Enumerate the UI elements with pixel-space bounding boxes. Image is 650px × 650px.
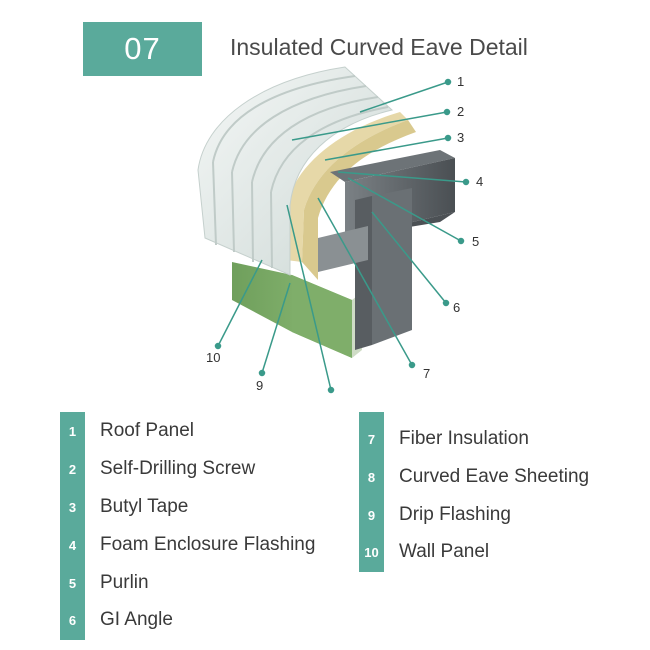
legend-number: 4 — [68, 537, 77, 553]
roof-panel-shape — [197, 66, 394, 276]
legend-item: 3 Butyl Tape — [60, 490, 189, 524]
legend-item: 7 Fiber Insulation — [359, 422, 529, 456]
callout-7: 7 — [423, 366, 430, 381]
legend-item: 2 Self-Drilling Screw — [60, 452, 255, 486]
legend-number: 7 — [367, 431, 376, 447]
callout-3: 3 — [457, 130, 464, 145]
legend-label: Roof Panel — [100, 420, 195, 441]
leader-lines — [214, 78, 470, 394]
legend-right-bar — [359, 412, 384, 572]
legend-label: Drip Flashing — [399, 504, 511, 525]
legend-label: Fiber Insulation — [399, 428, 529, 449]
legend-item: 6 GI Angle — [60, 603, 173, 637]
legend-label: Purlin — [100, 572, 149, 593]
detail-number: 07 — [124, 31, 161, 66]
legend-number: 6 — [68, 612, 77, 628]
callout-5: 5 — [472, 234, 479, 249]
legend-item: 10 Wall Panel — [359, 535, 489, 569]
gi-angle-shape — [318, 188, 412, 350]
legend-item: 4 Foam Enclosure Flashing — [60, 528, 316, 562]
callout-10: 10 — [206, 350, 220, 365]
callout-1: 1 — [457, 74, 464, 89]
callout-8: 8 — [327, 397, 334, 400]
detail-number-badge: 07 — [83, 22, 202, 76]
legend-number: 2 — [68, 461, 77, 477]
callout-4: 4 — [476, 174, 483, 189]
legend-number: 3 — [68, 499, 77, 515]
legend-item: 5 Purlin — [60, 566, 149, 600]
legend-label: Curved Eave Sheeting — [399, 466, 590, 487]
legend-number: 1 — [68, 423, 77, 439]
callout-6: 6 — [453, 300, 460, 315]
legend-right: 7 Fiber Insulation 8 Curved Eave Sheetin… — [359, 412, 629, 572]
legend-left-bar — [60, 412, 85, 640]
legend-item: 8 Curved Eave Sheeting — [359, 460, 589, 494]
legend-label: Butyl Tape — [100, 496, 189, 517]
wall-panel-shape — [232, 262, 362, 358]
legend-number: 10 — [364, 544, 379, 560]
fiber-insulation-shape — [286, 112, 416, 280]
legend-label: Self-Drilling Screw — [100, 458, 256, 479]
page-title: Insulated Curved Eave Detail — [230, 34, 528, 60]
legend-item: 9 Drip Flashing — [359, 498, 511, 532]
legend-number: 9 — [367, 507, 376, 523]
callout-2: 2 — [457, 104, 464, 119]
legend-label: Foam Enclosure Flashing — [100, 534, 316, 555]
eave-detail-illustration: 1 2 3 4 5 6 7 8 9 10 — [197, 66, 483, 400]
legend-item: 1 Roof Panel — [60, 414, 194, 448]
legend-label: GI Angle — [100, 609, 173, 630]
legend-label: Wall Panel — [399, 541, 490, 562]
legend-left: 1 Roof Panel 2 Self-Drilling Screw 3 But… — [60, 412, 360, 640]
legend-number: 8 — [367, 469, 376, 485]
legend-number: 5 — [68, 575, 77, 591]
callout-9: 9 — [256, 378, 263, 393]
